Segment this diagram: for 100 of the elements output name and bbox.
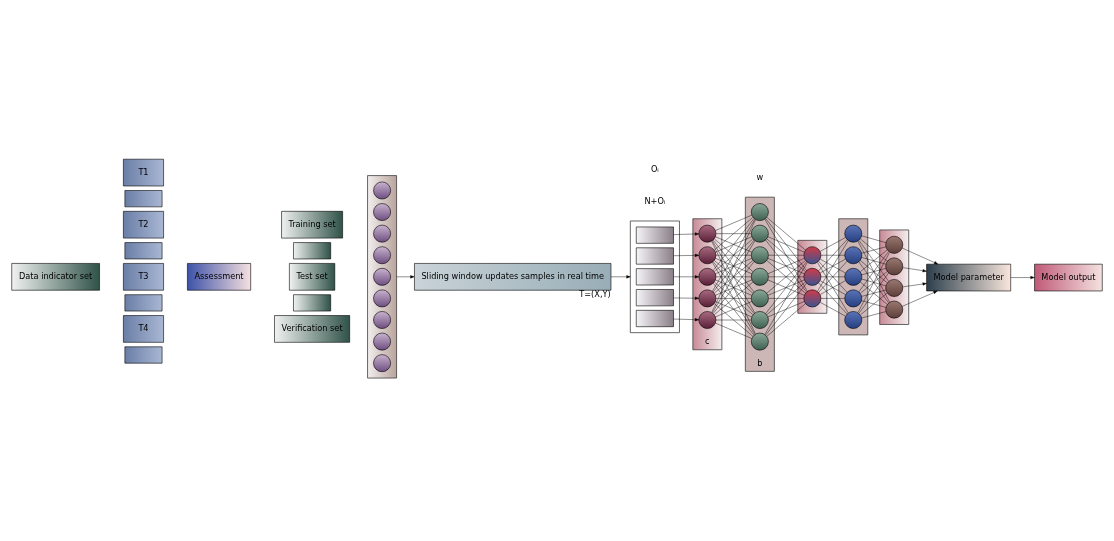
node-circle <box>698 267 717 286</box>
arrow <box>673 318 700 322</box>
node-box: Sliding window updates samples in real time <box>414 263 612 291</box>
connector <box>715 255 752 256</box>
connector <box>858 272 889 314</box>
node-circle <box>844 246 863 265</box>
node-box <box>124 242 163 260</box>
node-circle <box>373 332 391 351</box>
arrow <box>673 253 700 257</box>
connector <box>768 255 804 256</box>
cluster <box>367 175 397 379</box>
connector <box>712 262 756 335</box>
connector <box>820 255 845 256</box>
node-box <box>636 289 674 307</box>
connector <box>768 276 804 278</box>
connector <box>711 219 756 313</box>
connector <box>712 240 756 314</box>
connector <box>861 278 887 287</box>
connector <box>858 261 889 304</box>
node-circle <box>698 289 717 308</box>
node-box <box>124 294 163 312</box>
node-box <box>636 310 674 327</box>
connector <box>766 238 806 272</box>
node-circle <box>373 311 391 329</box>
connector <box>715 279 753 296</box>
connector <box>817 262 849 314</box>
node-box <box>124 190 163 208</box>
connector <box>860 292 888 315</box>
node-box: T3 <box>123 263 164 291</box>
arrow <box>673 275 700 279</box>
connector <box>764 218 808 292</box>
connector <box>715 298 752 299</box>
connector <box>714 238 754 272</box>
cluster <box>838 218 869 336</box>
node-circle <box>885 279 904 297</box>
node-box: Assessment <box>187 263 251 291</box>
connector <box>766 217 806 251</box>
connector <box>857 240 890 303</box>
node-circle <box>803 267 822 286</box>
connector <box>765 218 807 271</box>
node-circle <box>844 267 863 286</box>
connector <box>714 217 754 251</box>
node-circle <box>373 181 391 200</box>
node-circle <box>803 246 822 265</box>
connector <box>820 280 846 295</box>
connector <box>858 251 889 293</box>
connector <box>861 257 887 265</box>
node-circle <box>751 203 769 221</box>
connector <box>712 218 755 271</box>
connector <box>859 281 888 305</box>
connector <box>714 260 754 294</box>
node-box <box>124 346 163 364</box>
connector <box>766 281 806 315</box>
node-box: Test set <box>289 263 336 291</box>
node-circle <box>751 311 769 329</box>
connector <box>767 301 805 318</box>
node-circle <box>373 267 391 286</box>
node-circle <box>698 224 717 243</box>
connector <box>767 279 805 296</box>
node-circle <box>751 267 769 286</box>
arrow <box>902 247 939 265</box>
label: N+Oᵢ <box>644 195 666 206</box>
connector <box>820 302 846 317</box>
connector <box>768 298 804 299</box>
cluster <box>797 240 828 314</box>
node-box <box>636 268 674 286</box>
connector <box>818 239 848 272</box>
connector <box>714 303 754 337</box>
node-circle <box>373 246 391 265</box>
connector <box>767 236 805 253</box>
arrow <box>610 275 631 279</box>
connector <box>861 246 887 254</box>
connector <box>715 258 753 274</box>
connector <box>861 235 887 243</box>
node-circle <box>751 246 769 265</box>
node-circle <box>698 246 717 265</box>
connector <box>766 303 806 337</box>
arrow <box>673 296 700 300</box>
node-circle <box>751 332 769 351</box>
connector <box>859 260 888 284</box>
node-circle <box>885 257 904 276</box>
connector <box>861 311 887 319</box>
node-box: Training set <box>281 211 343 239</box>
node-circle <box>885 300 904 319</box>
node-circle <box>751 224 769 243</box>
node-circle <box>844 224 863 243</box>
node-box: Verification set <box>274 315 350 343</box>
connector <box>820 237 846 252</box>
connector <box>860 249 888 272</box>
connector <box>860 271 888 294</box>
cluster <box>744 196 775 372</box>
node-box <box>293 242 331 260</box>
node-circle <box>844 311 863 329</box>
arrow <box>1010 276 1035 280</box>
node-label: T=(X,Y) <box>579 288 611 299</box>
node-box: Data indicator set <box>11 263 100 291</box>
arrow <box>902 290 938 307</box>
connector <box>861 300 887 308</box>
connector <box>765 283 807 336</box>
connector <box>820 276 845 278</box>
